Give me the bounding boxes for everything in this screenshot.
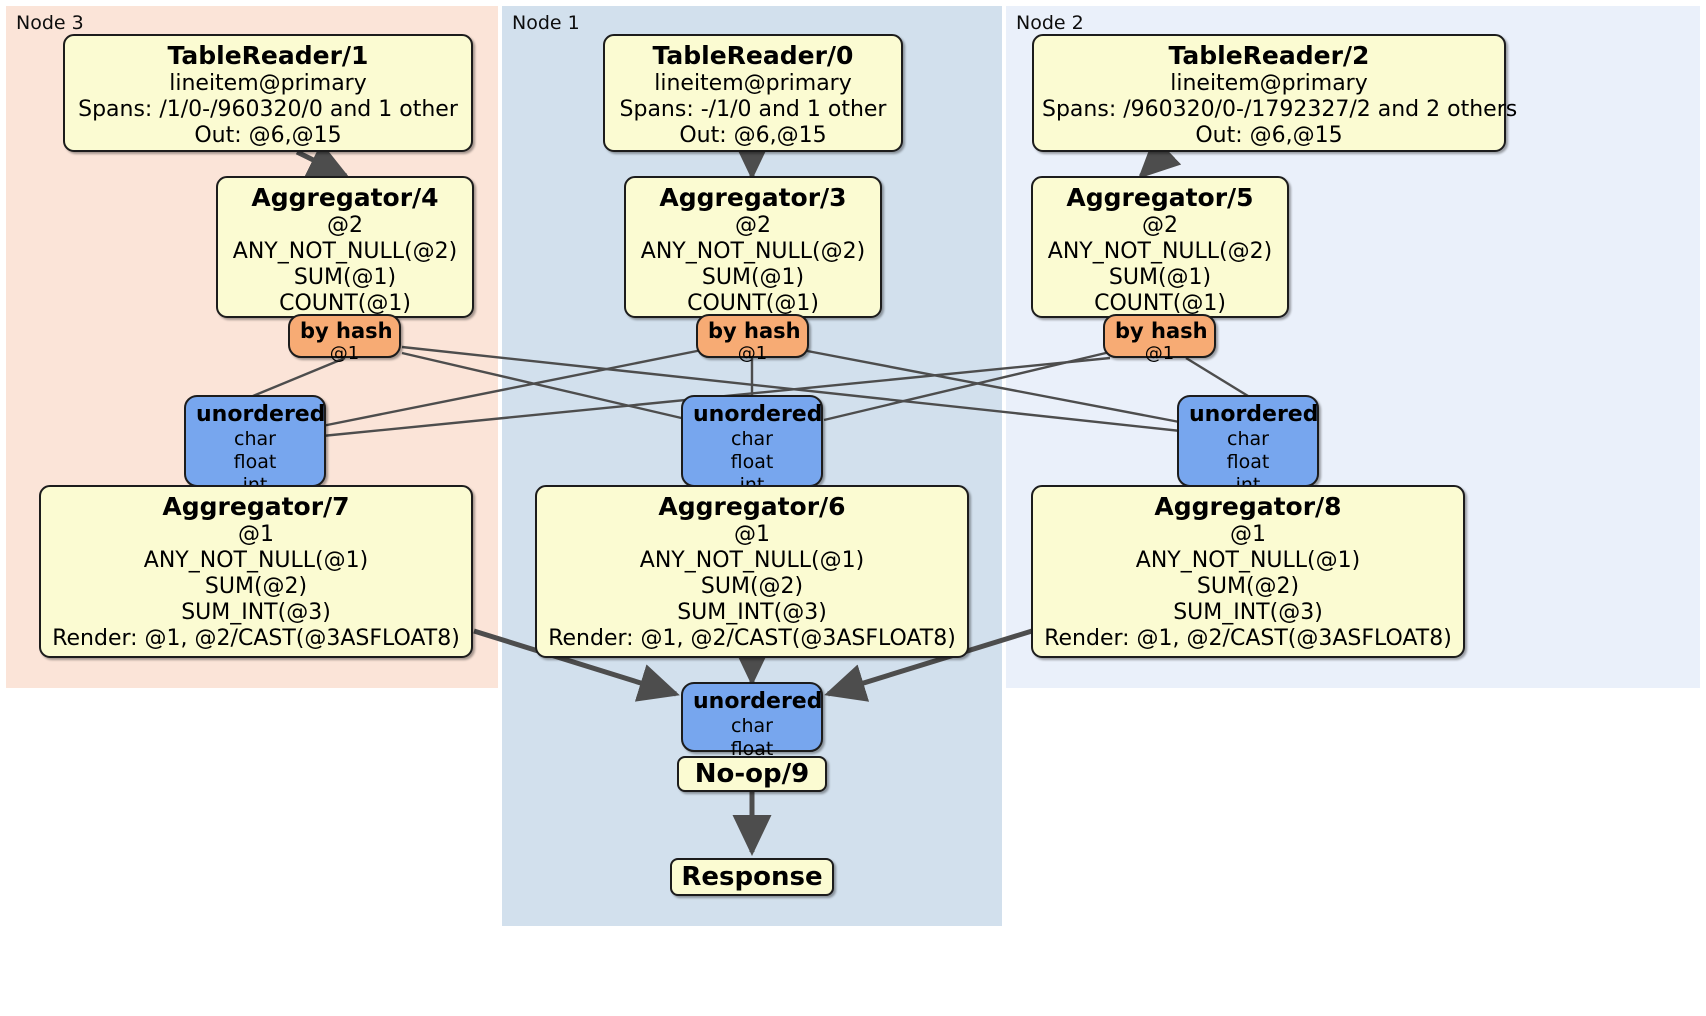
input-sync-unordered-final[interactable]: unordered char float [681, 682, 823, 760]
processor-line: SUM_INT(@3) [181, 600, 331, 625]
processor-line: SUM(@2) [204, 574, 308, 599]
router-line: @1 [737, 343, 768, 364]
processor-line: SUM(@2) [1196, 574, 1300, 599]
processor-line: Render: @1, @2/CAST(@3ASFLOAT8) [1044, 626, 1452, 651]
node-panel-label: Node 2 [1016, 12, 1084, 34]
processor-line: lineitem@primary [1170, 71, 1368, 96]
sync-title: unordered [196, 402, 326, 427]
node-panel-label: Node 1 [512, 12, 580, 34]
processor-line: SUM(@1) [701, 265, 805, 290]
processor-line: ANY_NOT_NULL(@2) [640, 239, 866, 264]
processor-line: Spans: /960320/0-/1792327/2 and 2 others [1042, 97, 1518, 122]
processor-aggregator-7[interactable]: Aggregator/7 @1 ANY_NOT_NULL(@1) SUM(@2)… [39, 485, 473, 658]
processor-table-reader-1[interactable]: TableReader/1 lineitem@primary Spans: /1… [63, 34, 473, 152]
processor-table-reader-2[interactable]: TableReader/2 lineitem@primary Spans: /9… [1032, 34, 1518, 152]
processor-line: ANY_NOT_NULL(@2) [1047, 239, 1273, 264]
processor-line: Render: @1, @2/CAST(@3ASFLOAT8) [52, 626, 460, 651]
processor-title: Aggregator/3 [659, 183, 847, 212]
router-title: by hash [300, 319, 393, 343]
sync-line: float [730, 738, 774, 760]
processor-title: Aggregator/4 [251, 183, 439, 212]
processor-title: TableReader/0 [652, 41, 854, 70]
processor-line: SUM(@2) [700, 574, 804, 599]
processor-title: Aggregator/7 [162, 492, 350, 521]
router-title: by hash [708, 319, 801, 343]
processor-title: Aggregator/6 [658, 492, 846, 521]
processor-line: SUM(@1) [293, 265, 397, 290]
processor-aggregator-8[interactable]: Aggregator/8 @1 ANY_NOT_NULL(@1) SUM(@2)… [1031, 485, 1465, 658]
processor-response[interactable]: Response [670, 858, 834, 896]
sync-line: float [233, 451, 277, 473]
sync-title: unordered [1189, 402, 1319, 427]
sync-line: float [730, 451, 774, 473]
processor-noop-9[interactable]: No-op/9 [677, 756, 827, 792]
sync-line: char [234, 428, 276, 450]
node-panel-label: Node 3 [16, 12, 84, 34]
processor-line: SUM(@1) [1108, 265, 1212, 290]
sync-line: char [731, 715, 773, 737]
processor-line: lineitem@primary [654, 71, 852, 96]
sync-line: char [731, 428, 773, 450]
processor-aggregator-6[interactable]: Aggregator/6 @1 ANY_NOT_NULL(@1) SUM(@2)… [535, 485, 969, 658]
processor-line: lineitem@primary [169, 71, 367, 96]
output-router-by-hash-3[interactable]: by hash @1 [696, 314, 809, 364]
input-sync-unordered-6[interactable]: unordered char float int [681, 395, 823, 496]
processor-aggregator-4[interactable]: Aggregator/4 @2 ANY_NOT_NULL(@2) SUM(@1)… [216, 176, 474, 318]
processor-line: Render: @1, @2/CAST(@3ASFLOAT8) [548, 626, 956, 651]
output-router-by-hash-5[interactable]: by hash @1 [1103, 314, 1216, 364]
processor-line: @2 [327, 213, 363, 238]
router-line: @1 [1144, 343, 1175, 364]
sync-line: char [1227, 428, 1269, 450]
processor-title: Aggregator/5 [1066, 183, 1254, 212]
processor-aggregator-3[interactable]: Aggregator/3 @2 ANY_NOT_NULL(@2) SUM(@1)… [624, 176, 882, 318]
router-title: by hash [1115, 319, 1208, 343]
processor-aggregator-5[interactable]: Aggregator/5 @2 ANY_NOT_NULL(@2) SUM(@1)… [1031, 176, 1289, 318]
processor-line: Spans: -/1/0 and 1 other [619, 97, 887, 122]
processor-title: TableReader/2 [1168, 41, 1370, 70]
processor-title: TableReader/1 [167, 41, 369, 70]
processor-table-reader-0[interactable]: TableReader/0 lineitem@primary Spans: -/… [603, 34, 903, 152]
processor-line: SUM_INT(@3) [677, 600, 827, 625]
sync-line: float [1226, 451, 1270, 473]
router-line: @1 [329, 343, 360, 364]
processor-line: Out: @6,@15 [1195, 123, 1343, 148]
processor-title: Aggregator/8 [1154, 492, 1342, 521]
processor-line: ANY_NOT_NULL(@1) [1135, 548, 1361, 573]
processor-line: @1 [734, 522, 770, 547]
processor-line: Out: @6,@15 [679, 123, 827, 148]
processor-line: COUNT(@1) [1094, 291, 1226, 316]
processor-line: @2 [1142, 213, 1178, 238]
sync-title: unordered [693, 402, 823, 427]
processor-line: COUNT(@1) [687, 291, 819, 316]
processor-line: @2 [735, 213, 771, 238]
processor-line: Out: @6,@15 [194, 123, 342, 148]
sync-title: unordered [693, 689, 823, 714]
processor-line: SUM_INT(@3) [1173, 600, 1323, 625]
processor-line: @1 [238, 522, 274, 547]
processor-line: @1 [1230, 522, 1266, 547]
processor-line: ANY_NOT_NULL(@1) [143, 548, 369, 573]
input-sync-unordered-8[interactable]: unordered char float int [1177, 395, 1319, 496]
processor-line: ANY_NOT_NULL(@1) [639, 548, 865, 573]
processor-line: Spans: /1/0-/960320/0 and 1 other [78, 97, 458, 122]
output-router-by-hash-4[interactable]: by hash @1 [288, 314, 401, 364]
processor-line: ANY_NOT_NULL(@2) [232, 239, 458, 264]
input-sync-unordered-7[interactable]: unordered char float int [184, 395, 326, 496]
processor-line: COUNT(@1) [279, 291, 411, 316]
